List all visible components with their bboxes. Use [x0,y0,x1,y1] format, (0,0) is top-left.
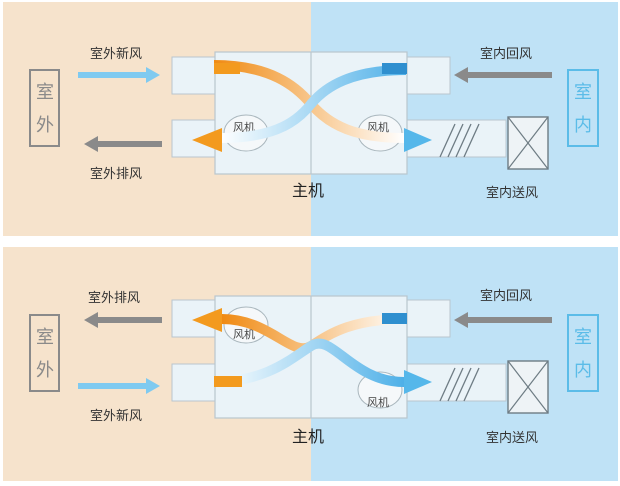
outdoor-label-char1: 室 [36,327,54,348]
exhaust-flow-tail [382,313,407,324]
filter-hatch [439,367,480,402]
fan-left-label: 风机 [233,120,255,134]
indoor-label-char2: 内 [574,115,592,136]
indoor-label-char2: 内 [574,360,592,381]
outdoor-badge: 室 外 [29,69,60,147]
label-bottom-left: 室外新风 [90,408,142,424]
fan-right-label: 风机 [367,395,389,409]
warm-flow-head [404,128,432,152]
label-top-right: 室内回风 [480,46,532,62]
label-top-left: 室外排风 [88,290,140,306]
supply-flow-tail [214,376,242,387]
filter-hatch [439,123,480,158]
warm-flow-tail [214,63,240,74]
label-top-right: 室内回风 [480,288,532,304]
main-unit-label: 主机 [292,427,324,446]
outdoor-label-char2: 外 [36,360,54,381]
duct-top-right [405,56,451,95]
exhaust-arrow [84,136,162,152]
duct-top-left [171,56,217,95]
supply-flow-head [404,370,432,394]
indoor-badge: 室 内 [567,69,599,147]
supply-flow-path [213,338,405,387]
label-bottom-right: 室内送风 [486,185,538,201]
duct-top-right [405,299,451,338]
fresh-air-arrow [78,67,160,83]
label-top-left: 室外新风 [90,46,142,62]
exhaust-flow-head [192,308,222,332]
return-air-arrow [454,67,552,83]
supply-grille [507,360,549,414]
outdoor-label-char2: 外 [36,115,54,136]
duct-bottom-left [171,363,217,402]
return-air-arrow [454,312,552,328]
indoor-badge: 室 内 [567,314,599,392]
supply-grille [507,116,549,170]
fan-left-label: 风机 [233,327,255,341]
cool-flow-path [219,65,407,143]
outdoor-badge: 室 外 [29,314,60,392]
indoor-label-char1: 室 [574,82,592,103]
panel-bottom: 风机 风机 室 外 [3,247,618,481]
fresh-air-arrow [78,378,160,394]
label-bottom-left: 室外排风 [90,166,142,182]
indoor-label-char1: 室 [574,327,592,348]
label-bottom-right: 室内送风 [486,430,538,446]
fan-right-label: 风机 [367,120,389,134]
panel-top: 风机 风机 室 [3,2,618,236]
exhaust-arrow [84,312,162,328]
outdoor-label-char1: 室 [36,82,54,103]
main-unit-label: 主机 [292,181,324,200]
cool-flow-head [192,128,222,152]
cool-flow-tail [382,63,407,74]
